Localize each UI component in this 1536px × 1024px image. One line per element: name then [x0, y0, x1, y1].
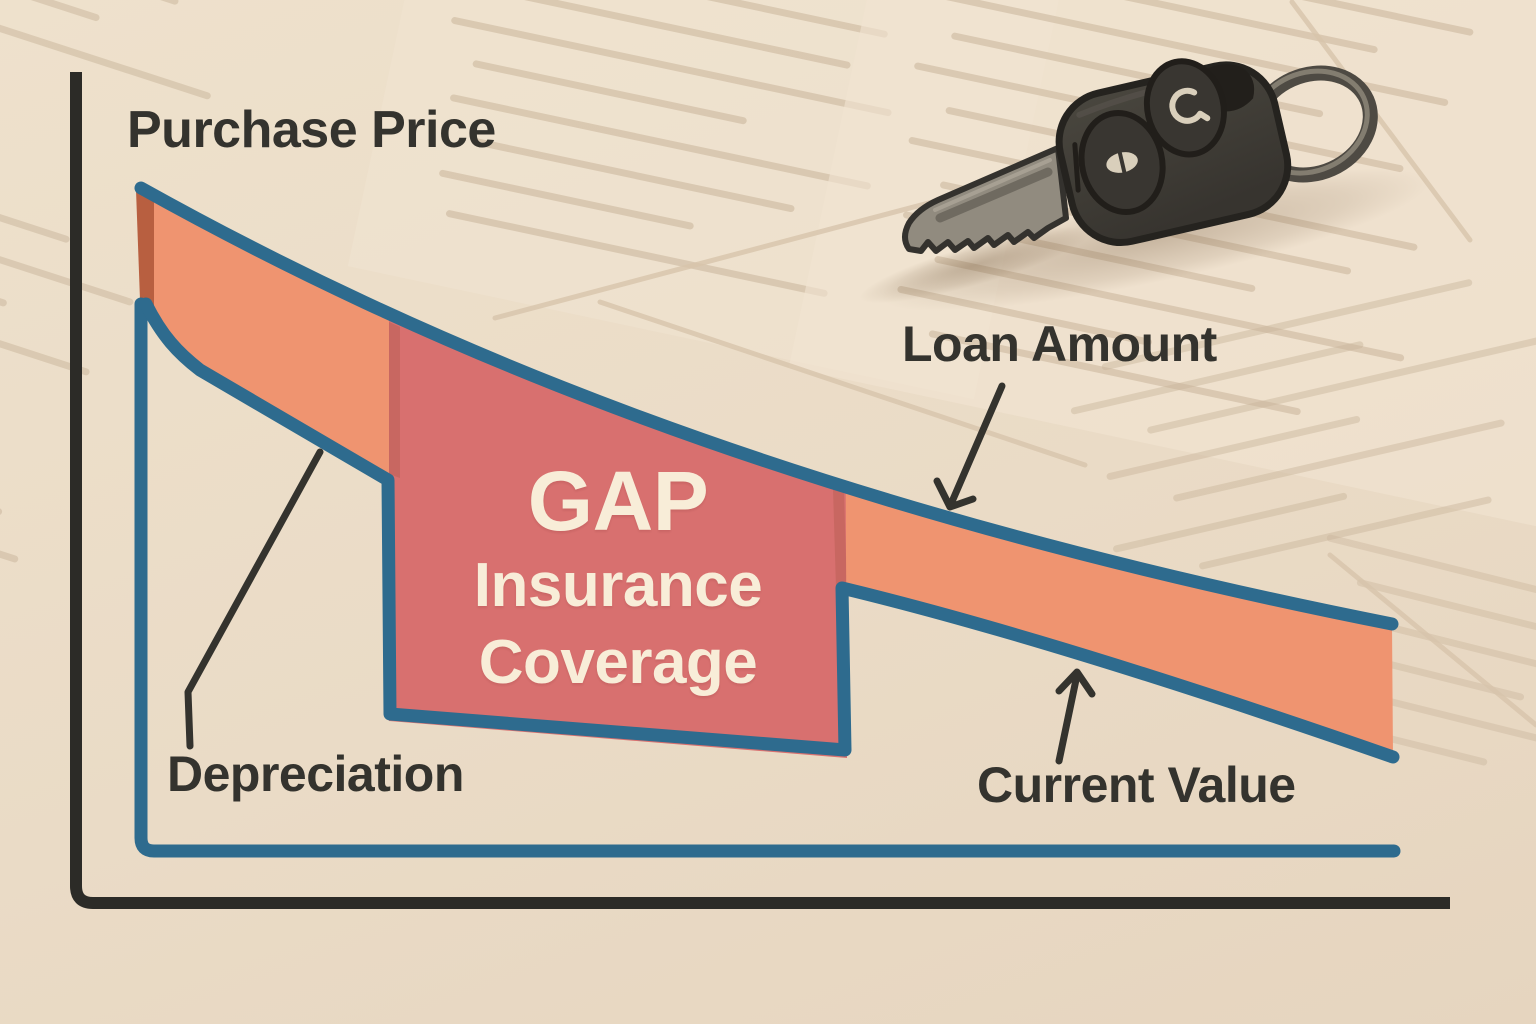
gap-label-line3: Coverage	[478, 628, 758, 697]
depreciation-pointer-line	[184, 448, 324, 750]
depreciation-label: Depreciation	[167, 746, 464, 802]
loan-amount-arrow	[933, 382, 1006, 511]
gap-label-line1: GAP	[527, 454, 709, 548]
paper-creases	[492, 0, 1536, 728]
unlock-button-icon	[1143, 58, 1227, 158]
lock-button-icon	[1078, 109, 1166, 216]
current-value-line	[139, 297, 1400, 764]
key-blade	[902, 145, 1069, 254]
gap-insurance-coverage-label: GAP Insurance Coverage	[398, 455, 838, 701]
baseline-line	[134, 297, 1401, 858]
paper-right-middle	[1070, 279, 1536, 570]
chart-axes	[70, 72, 1450, 909]
key-shadow	[880, 168, 1430, 312]
current-value-arrow	[1055, 668, 1096, 765]
key-fob	[1055, 58, 1292, 247]
gap-label-line2: Insurance	[473, 551, 763, 620]
loan-amount-label: Loan Amount	[902, 316, 1217, 372]
car-key-icon	[859, 58, 1430, 312]
value-band-left-edge	[136, 190, 154, 308]
purchase-price-label: Purchase Price	[127, 101, 496, 159]
loan-amount-line	[134, 181, 1399, 631]
current-value-label: Current Value	[977, 757, 1296, 813]
gap-region-area	[389, 188, 847, 758]
